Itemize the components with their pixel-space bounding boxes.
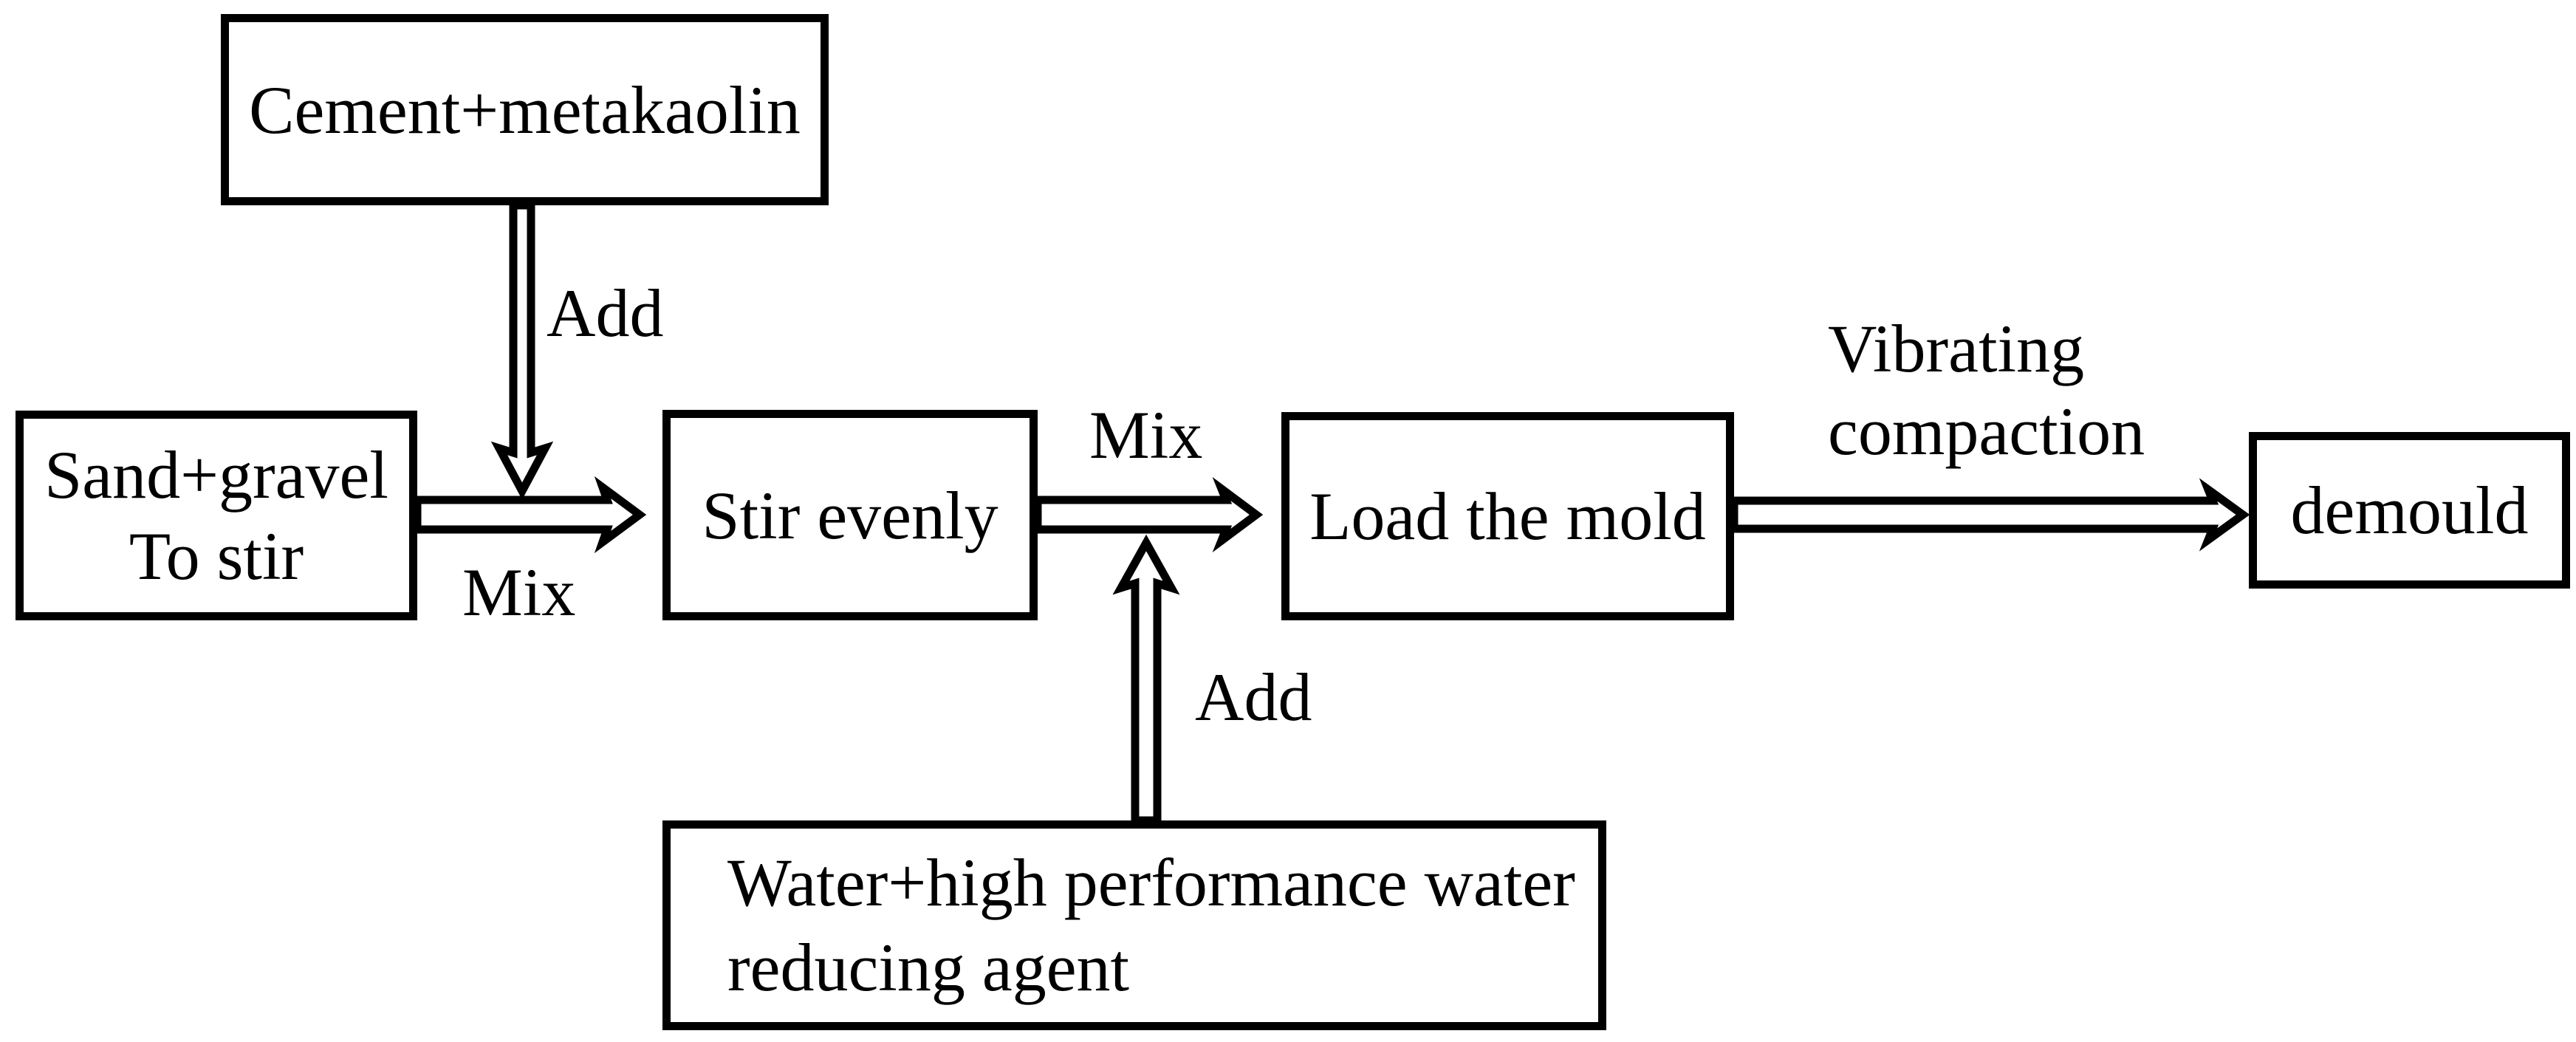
node-cement-label: Cement+metakaolin xyxy=(249,72,801,148)
add-up-arrow-icon xyxy=(1112,534,1180,825)
node-water-line-1: Water+high performance water xyxy=(727,845,1575,920)
node-sand-line-2: To stir xyxy=(129,518,304,594)
node-sand-line-1: Sand+gravel xyxy=(44,437,388,513)
edge-label-mix-sand-to-stir: Mix xyxy=(462,555,576,630)
node-stir-evenly: Stir evenly xyxy=(662,410,1038,620)
add-down-arrow-icon xyxy=(490,201,554,500)
mix-right-arrow-1-icon xyxy=(413,476,647,554)
edge-label-vibrating-line-2: compaction xyxy=(1828,394,2145,469)
mix-right-arrow-2-icon xyxy=(1033,476,1264,553)
node-water-reducing-agent: Water+high performance water reducing ag… xyxy=(662,820,1606,1030)
edge-label-vibrating-line-1: Vibrating xyxy=(1828,311,2085,386)
node-load-label: Load the mold xyxy=(1309,479,1706,554)
node-load-the-mold: Load the mold xyxy=(1281,412,1734,620)
edge-label-add-top: Add xyxy=(547,275,664,351)
edge-label-add-water: Add xyxy=(1195,659,1312,735)
vibrating-right-arrow-icon xyxy=(1730,478,2250,552)
edge-label-mix-stir-to-load: Mix xyxy=(1089,397,1203,473)
node-demould-label: demould xyxy=(2290,473,2529,548)
node-demould: demould xyxy=(2249,432,2570,589)
node-water-line-2: reducing agent xyxy=(727,930,1130,1005)
node-cement-metakaolin: Cement+metakaolin xyxy=(221,14,829,205)
node-stir-label: Stir evenly xyxy=(702,477,998,553)
node-sand-gravel: Sand+gravel To stir xyxy=(16,411,417,620)
edge-label-vibrating-compaction: Vibrating compaction xyxy=(1828,307,2145,473)
